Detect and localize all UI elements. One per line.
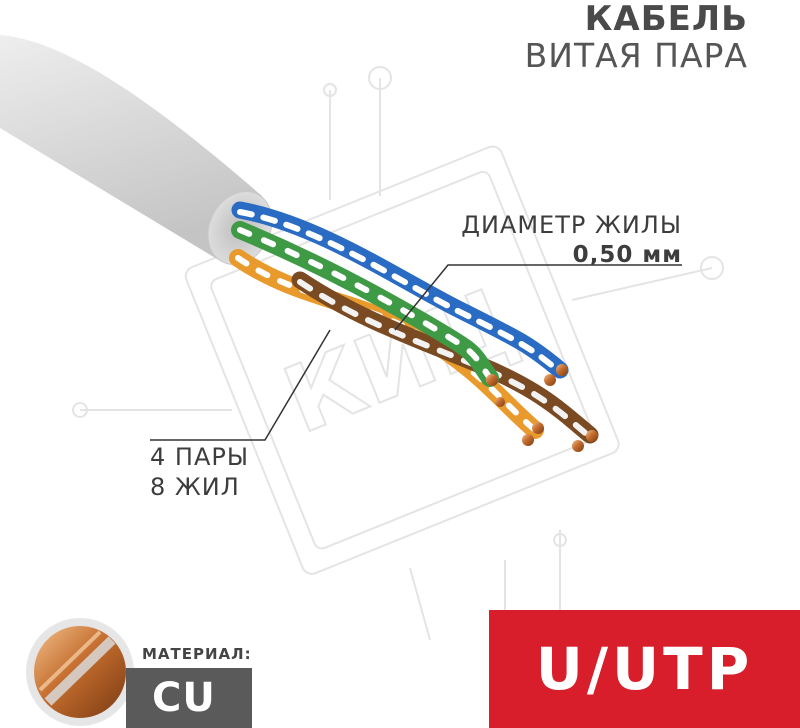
leader-lines <box>150 264 682 441</box>
conductor-diameter-label: ДИАМЕТР ЖИЛЫ <box>461 211 682 239</box>
conductor-diameter-callout: ДИАМЕТР ЖИЛЫ 0,50 мм <box>461 210 682 270</box>
conductors-count: 8 ЖИЛ <box>150 473 240 501</box>
material-value: CU <box>152 675 216 721</box>
material-label: МАТЕРИАЛ: <box>142 645 252 663</box>
conductor-diameter-value: 0,50 мм <box>572 242 682 268</box>
title-main: КАБЕЛЬ <box>584 0 748 39</box>
cable-type-badge: U/UTP <box>489 610 800 728</box>
pairs-count: 4 ПАРЫ <box>150 443 250 471</box>
cable-type-text: U/UTP <box>535 635 754 703</box>
title-block: КАБЕЛЬ ВИТАЯ ПАРА <box>525 0 748 74</box>
material-value-bar: CU <box>126 668 252 728</box>
pairs-callout: 4 ПАРЫ 8 ЖИЛ <box>150 442 249 502</box>
copper-wire-cross-section-icon <box>26 618 134 726</box>
copper-tips <box>486 364 598 452</box>
title-sub: ВИТАЯ ПАРА <box>524 36 748 75</box>
